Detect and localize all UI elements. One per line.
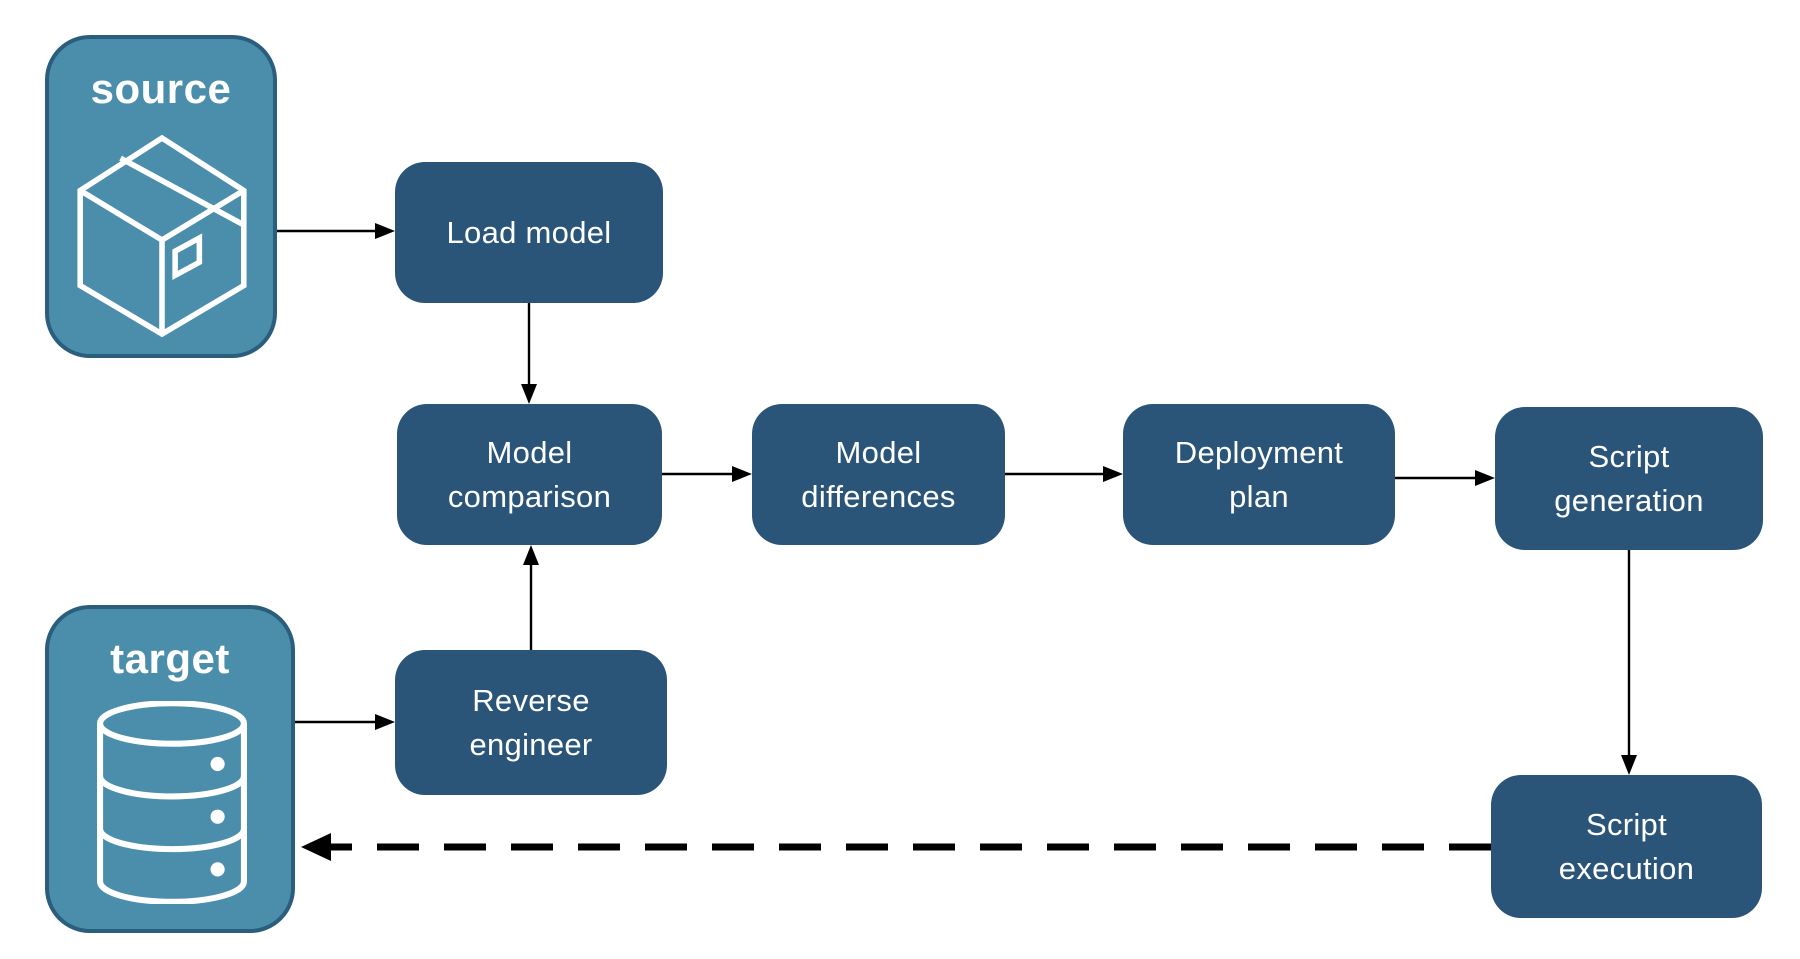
node-script-generation: Script generation — [1495, 407, 1763, 550]
node-deployment-plan-label: Deployment plan — [1174, 434, 1344, 514]
node-load-model: Load model — [395, 162, 663, 303]
package-icon — [77, 134, 247, 338]
node-reverse-engineer: Reverse engineer — [395, 650, 667, 795]
node-script-execution: Script execution — [1491, 775, 1762, 918]
node-deployment-plan: Deployment plan — [1123, 404, 1395, 545]
node-model-differences-label: Model differences — [801, 434, 956, 514]
node-model-comparison-label: Model comparison — [447, 434, 612, 514]
source-label: source — [90, 65, 232, 112]
node-script-generation-label: Script generation — [1554, 438, 1704, 518]
database-icon — [97, 701, 247, 904]
node-load-model-label: Load model — [446, 214, 612, 250]
source-node: source — [45, 35, 277, 358]
target-label: target — [110, 635, 230, 682]
node-reverse-engineer-label: Reverse engineer — [469, 682, 593, 762]
target-node: target — [45, 605, 295, 933]
node-script-execution-label: Script execution — [1558, 806, 1695, 886]
node-model-differences: Model differences — [752, 404, 1005, 545]
node-model-comparison: Model comparison — [397, 404, 662, 545]
